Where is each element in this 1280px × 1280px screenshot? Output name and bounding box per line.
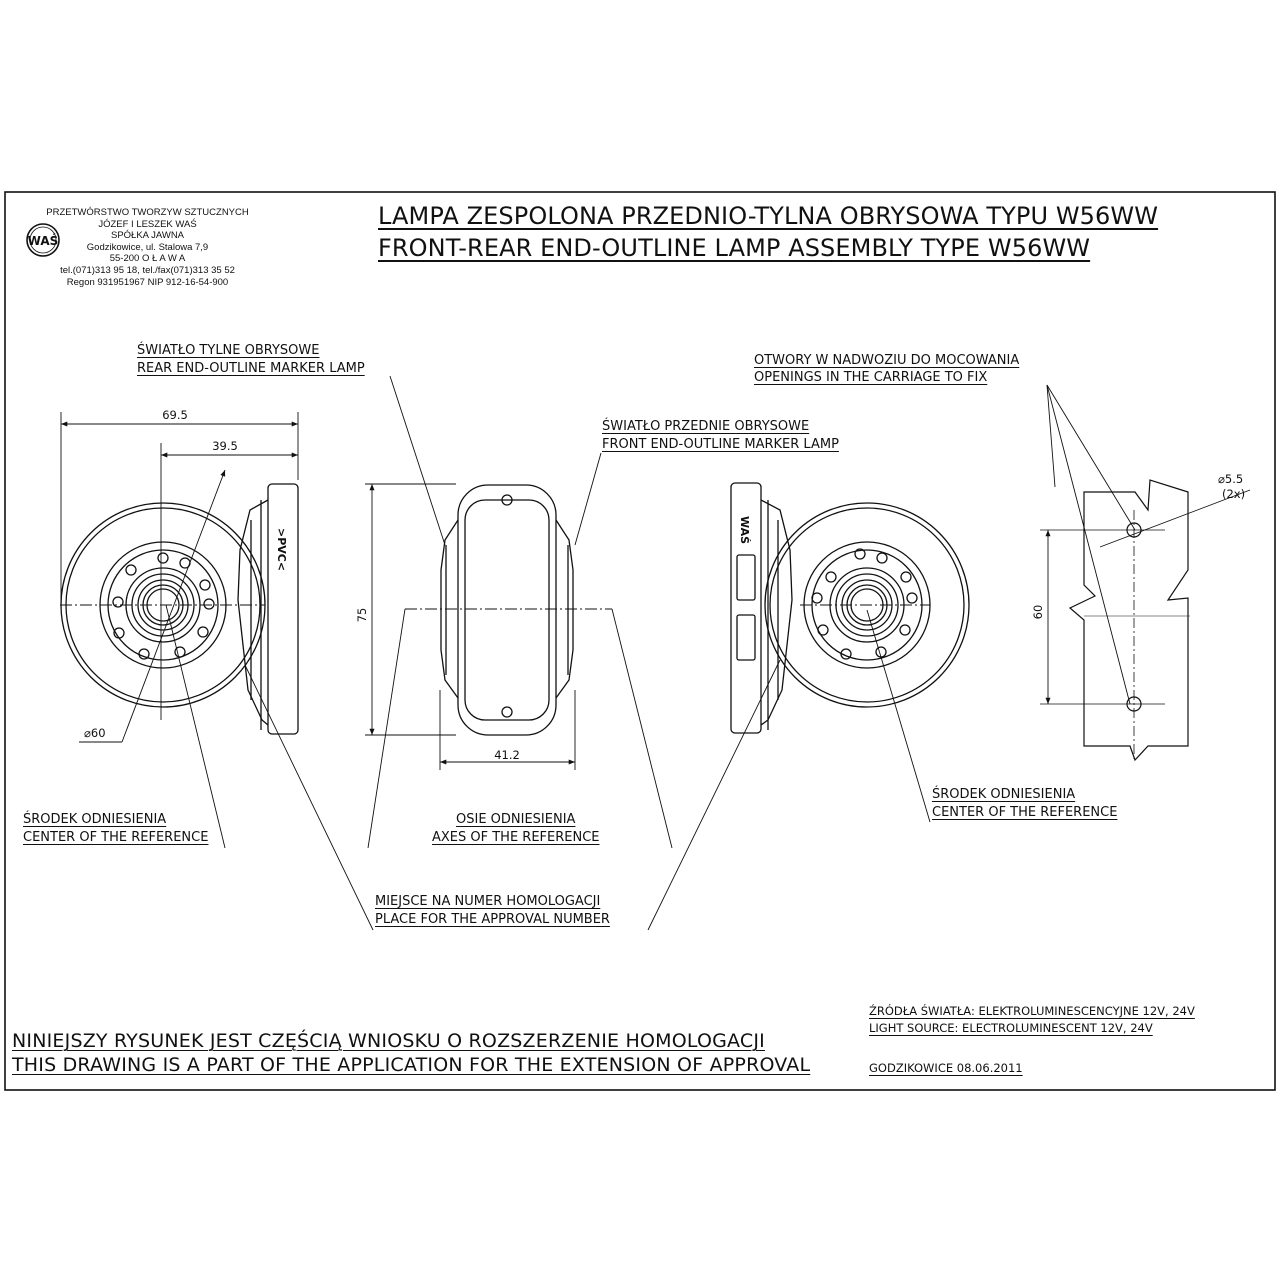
company-line-2: JÓZEF I LESZEK WAŚ (98, 218, 197, 230)
drawing-date: GODZIKOWICE 08.06.2011 (869, 1061, 1023, 1075)
footer-note-en: THIS DRAWING IS A PART OF THE APPLICATIO… (12, 1054, 811, 1076)
light-source-pl: ŹRÓDŁA ŚWIATŁA: ELEKTROLUMINESCENCYJNE 1… (869, 1004, 1195, 1018)
footer-note-pl: NINIEJSZY RYSUNEK JEST CZĘŚCIĄ WNIOSKU O… (12, 1030, 765, 1052)
company-line-3: SPÓŁKA JAWNA (110, 230, 185, 242)
company-line-4: Godzikowice, ul. Stalowa 7,9 (86, 241, 209, 253)
center-reference-right-en: CENTER OF THE REFERENCE (932, 805, 1118, 820)
logo-text: WAŚ (28, 233, 59, 248)
center-dimensions (365, 483, 612, 770)
front-lamp-label-en: FRONT END-OUTLINE MARKER LAMP (602, 437, 839, 452)
dim-41-2: 41.2 (494, 748, 520, 762)
dim-75: 75 (355, 608, 369, 623)
front-lamp-view: WAŚ (730, 482, 970, 734)
dim-60-spacing: 60 (1031, 605, 1045, 620)
dim-hole-count: (2x) (1222, 487, 1245, 501)
rear-lamp-label-pl: ŚWIATŁO TYLNE OBRYSOWE (137, 343, 320, 358)
axes-reference-en: AXES OF THE REFERENCE (432, 830, 600, 845)
center-reference-left-pl: ŚRODEK ODNIESIENIA (23, 812, 167, 827)
axes-reference-pl: OSIE ODNIESIENIA (456, 812, 576, 827)
company-line-7: Regon 931951967 NIP 912-16-54-900 (66, 276, 229, 288)
dim-diameter-60: ⌀60 (84, 726, 106, 740)
openings-label-en: OPENINGS IN THE CARRIAGE TO FIX (754, 370, 988, 385)
was-marking: WAŚ (738, 516, 751, 544)
center-lamp-view (440, 484, 574, 736)
pvc-marking: >PVC< (275, 528, 288, 571)
drawing-frame (4, 191, 1276, 1091)
center-reference-right-pl: ŚRODEK ODNIESIENIA (932, 787, 1076, 802)
company-line-5: 55-200 O Ł A W A (109, 253, 186, 265)
openings-label-pl: OTWORY W NADWOZIU DO MOCOWANIA (754, 353, 1020, 368)
company-info: PRZETWÓRSTWO TWORZYW SZTUCZNYCH JÓZEF I … (20, 207, 275, 288)
rear-lamp-view: >PVC< (60, 483, 299, 735)
approval-place-en: PLACE FOR THE APPROVAL NUMBER (375, 912, 610, 927)
title-english: FRONT-REAR END-OUTLINE LAMP ASSEMBLY TYP… (378, 234, 1091, 262)
rear-dimensions (60, 412, 299, 743)
approval-place-pl: MIEJSCE NA NUMER HOMOLOGACJI (375, 894, 601, 909)
company-logo: WAŚ (26, 223, 60, 257)
rear-lamp-label-en: REAR END-OUTLINE MARKER LAMP (137, 361, 365, 376)
title-polish: LAMPA ZESPOLONA PRZEDNIO-TYLNA OBRYSOWA … (378, 202, 1159, 230)
dim-39-5: 39.5 (212, 439, 238, 453)
openings-view (1040, 479, 1251, 762)
dim-hole-diameter: ⌀5.5 (1218, 472, 1243, 486)
light-source-en: LIGHT SOURCE: ELECTROLUMINESCENT 12V, 24… (869, 1021, 1153, 1035)
leader-lines (165, 375, 1136, 931)
dim-69-5: 69.5 (162, 408, 188, 422)
front-lamp-label-pl: ŚWIATŁO PRZEDNIE OBRYSOWE (602, 419, 810, 434)
company-line-1: PRZETWÓRSTWO TWORZYW SZTUCZNYCH (46, 207, 249, 218)
company-line-6: tel.(071)313 95 18, tel./fax(071)313 35 … (60, 264, 235, 276)
center-reference-left-en: CENTER OF THE REFERENCE (23, 830, 209, 845)
